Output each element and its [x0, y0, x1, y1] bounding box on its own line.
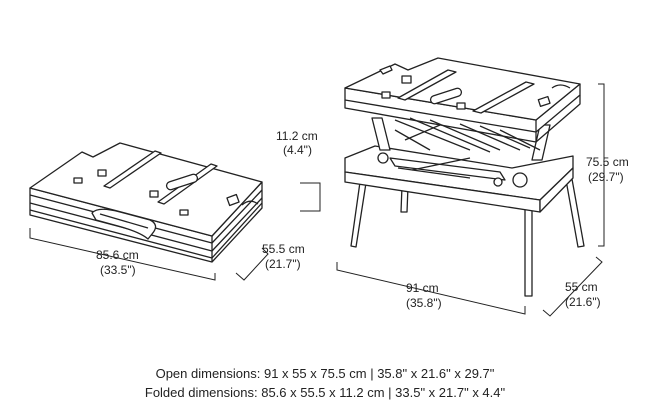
folded-height-cm: 11.2 cm [276, 129, 318, 143]
open-depth-in: (21.6") [565, 295, 601, 309]
folded-length-in: (33.5") [100, 263, 136, 277]
open-height-in: (29.7") [588, 170, 624, 184]
open-dimensions-caption: Open dimensions: 91 x 55 x 75.5 cm | 35.… [155, 366, 495, 381]
folded-depth-in: (21.7") [265, 257, 301, 271]
folded-workbench-illustration [29, 142, 263, 263]
open-workbench-illustration [344, 57, 585, 297]
open-length-cm: 91 cm [406, 281, 439, 295]
folded-height-in: (4.4") [283, 143, 312, 157]
open-depth-cm: 55 cm [565, 280, 598, 294]
folded-length-cm: 85.6 cm [96, 248, 139, 262]
open-height-cm: 75.5 cm [586, 155, 629, 169]
open-dimension-lines [336, 83, 605, 317]
folded-dimension-lines [29, 182, 321, 281]
folded-dimensions-caption: Folded dimensions: 85.6 x 55.5 x 11.2 cm… [144, 385, 506, 400]
open-length-in: (35.8") [406, 296, 442, 310]
folded-depth-cm: 55.5 cm [262, 242, 305, 256]
